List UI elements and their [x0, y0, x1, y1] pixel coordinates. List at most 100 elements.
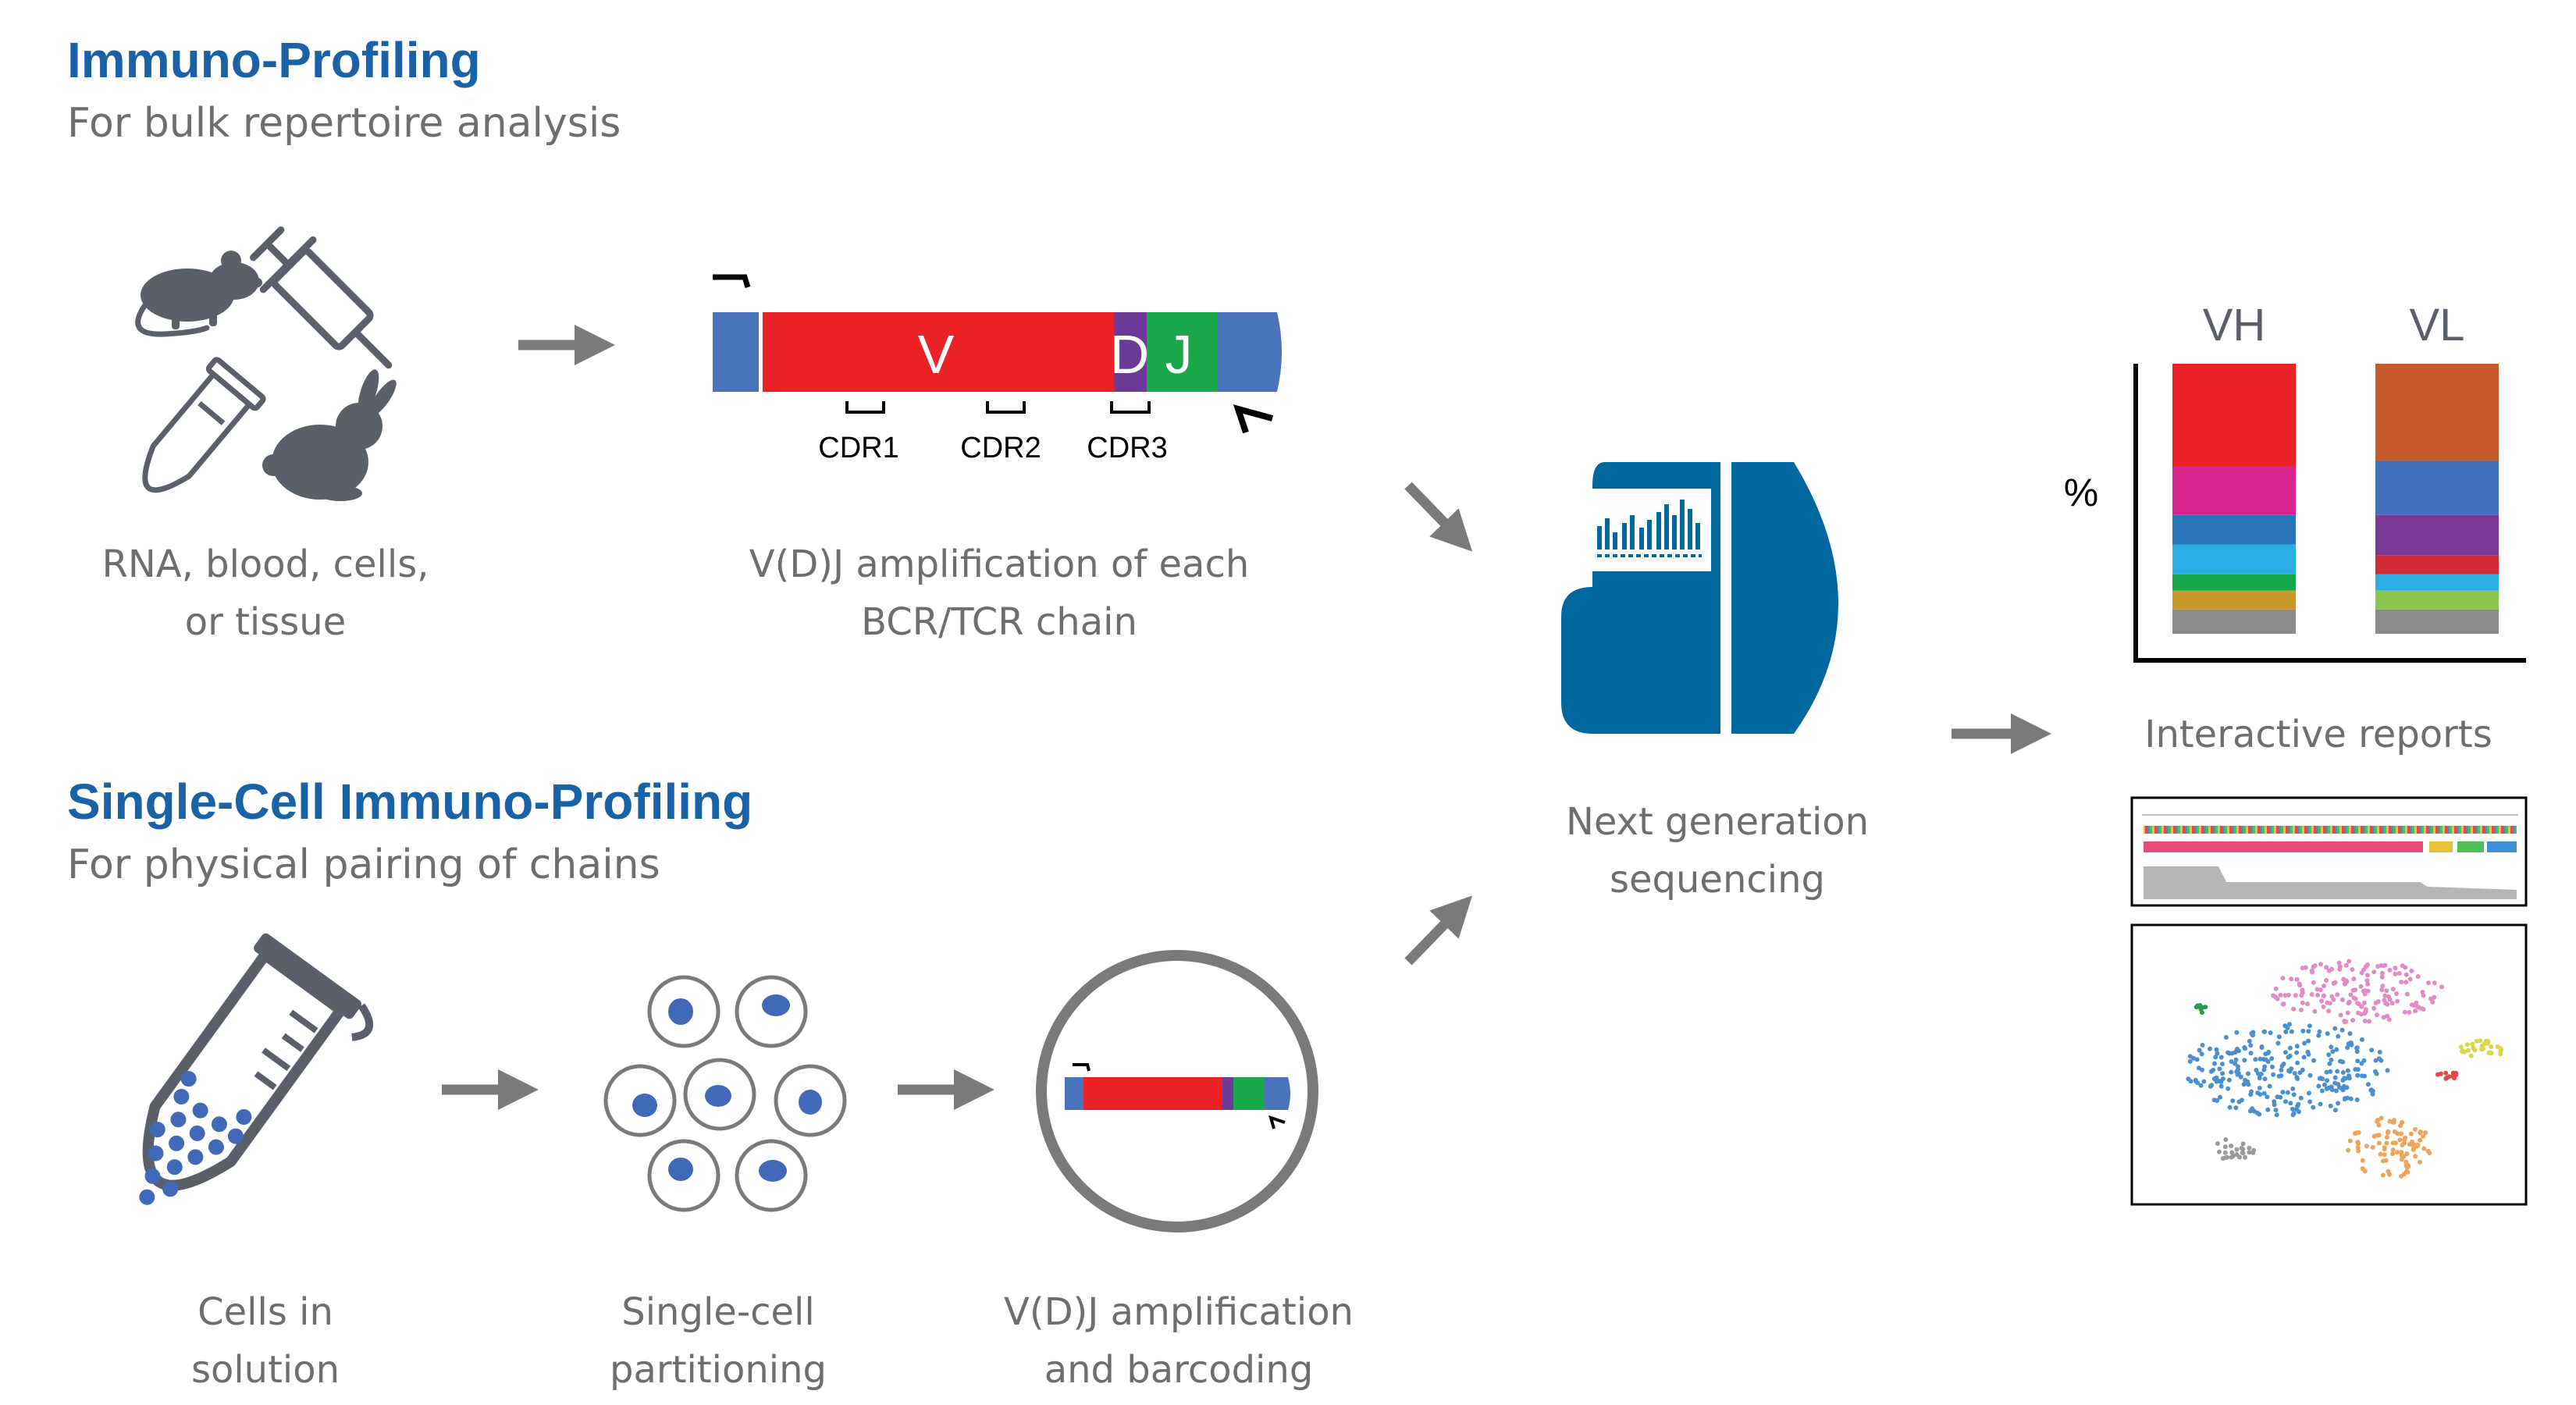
tsne-point	[2387, 997, 2393, 1002]
tsne-point	[2261, 1057, 2266, 1062]
tsne-point	[2243, 1077, 2248, 1083]
tsne-point	[2261, 1090, 2267, 1096]
tsne-point	[2374, 1071, 2379, 1076]
tsne-point	[2287, 1022, 2292, 1027]
tsne-point	[2421, 1146, 2427, 1151]
tsne-point	[2355, 1001, 2361, 1006]
tsne-point	[2359, 1004, 2364, 1009]
tsne-point	[2248, 1051, 2254, 1056]
tsne-point	[2390, 987, 2396, 992]
tsne-point	[2347, 1031, 2353, 1037]
tsne-point	[2287, 1053, 2293, 1058]
tsne-point	[2212, 1061, 2217, 1066]
tsne-point	[2374, 1133, 2379, 1138]
tsne-point	[2499, 1047, 2504, 1052]
tsne-point	[2266, 1049, 2272, 1055]
single-cell-subtitle: For physical pairing of chains	[67, 841, 660, 888]
tsne-point	[2350, 987, 2356, 993]
tsne-point	[2248, 1043, 2254, 1048]
tsne-point	[2309, 968, 2314, 973]
tsne-point	[2303, 965, 2308, 970]
mouse-icon	[135, 251, 262, 337]
tsne-point	[2286, 992, 2291, 998]
tsne-point	[2319, 1088, 2325, 1094]
tsne-point	[2250, 1150, 2256, 1155]
tsne-point	[2247, 1150, 2252, 1155]
chart-segment-vh-4	[2172, 574, 2296, 591]
tsne-point	[2247, 1038, 2252, 1044]
tsne-point	[2275, 1094, 2280, 1100]
tsne-point	[2385, 1130, 2390, 1136]
tsne-point	[2318, 1101, 2323, 1107]
tsne-point	[2407, 976, 2413, 982]
tsne-point	[2275, 1040, 2281, 1046]
tsne-point	[2354, 1097, 2360, 1102]
rabbit-icon	[262, 369, 397, 501]
tsne-point	[2489, 1044, 2494, 1050]
tsne-point	[2262, 1064, 2268, 1069]
tsne-point	[2318, 987, 2323, 993]
tsne-point	[2288, 1101, 2293, 1106]
tsne-point	[2396, 971, 2402, 976]
tsne-point	[2364, 1144, 2369, 1149]
tsne-point	[2194, 1005, 2199, 1010]
tsne-point	[2208, 1083, 2213, 1089]
tsne-point	[2273, 1108, 2279, 1113]
tsne-point	[2452, 1076, 2457, 1081]
tsne-point	[2214, 1075, 2219, 1080]
tsne-point	[2226, 1050, 2231, 1055]
tsne-point	[2479, 1046, 2485, 1051]
tsne-point	[2282, 993, 2288, 998]
tsne-point	[2211, 1067, 2216, 1072]
tsne-point	[2362, 991, 2368, 997]
chart-segment-vl-2	[2375, 514, 2499, 556]
tsne-point	[2198, 1083, 2204, 1088]
tsne-point	[2285, 1090, 2290, 1095]
tsne-point	[2425, 1148, 2431, 1154]
bulk-title: Immuno-Profiling	[67, 32, 481, 88]
tsne-point	[2213, 1055, 2218, 1060]
tsne-point	[2317, 1029, 2322, 1034]
tsne-point	[2379, 974, 2385, 980]
tsne-point	[2241, 1082, 2247, 1087]
tsne-point	[2412, 1126, 2418, 1132]
tsne-point	[2358, 984, 2364, 989]
tsne-point	[2337, 964, 2343, 969]
tsne-point	[2311, 1104, 2316, 1110]
tsne-point	[2403, 980, 2409, 985]
tsne-point	[2495, 1044, 2500, 1049]
tsne-point	[2430, 999, 2435, 1005]
tsne-point	[2283, 1030, 2289, 1034]
tsne-point	[2409, 1139, 2414, 1144]
tsne-point	[2271, 993, 2276, 998]
tsne-point	[2335, 992, 2340, 998]
tsne-point	[2229, 1059, 2234, 1064]
tsne-point	[2324, 978, 2329, 983]
tsne-point	[2346, 1001, 2351, 1006]
sequencer-icon	[1561, 461, 1838, 735]
tsne-point	[2218, 1055, 2224, 1060]
droplet-icon	[1036, 950, 1318, 1232]
tsne-point	[2215, 1098, 2220, 1103]
tsne-point	[2229, 1069, 2234, 1075]
tsne-point	[2364, 978, 2370, 984]
tsne-point	[2439, 1071, 2443, 1076]
tsne-point	[2383, 1001, 2389, 1006]
tsne-point	[2354, 1130, 2360, 1136]
tsne-point	[2321, 1004, 2326, 1009]
tsne-point	[2294, 1044, 2300, 1049]
tsne-point	[2294, 1050, 2300, 1055]
tsne-point	[2290, 1086, 2296, 1091]
tsne-point	[2276, 1073, 2282, 1079]
tsne-point	[2365, 1082, 2371, 1087]
tsne-point	[2465, 1048, 2471, 1053]
tsne-point	[2379, 1115, 2384, 1121]
tsne-point	[2227, 1104, 2233, 1110]
tsne-point	[2186, 1076, 2191, 1082]
tsne-point	[2348, 1096, 2354, 1101]
tsne-point	[2345, 1068, 2350, 1073]
tsne-point	[2283, 1099, 2288, 1104]
tsne-point	[2389, 1001, 2395, 1006]
